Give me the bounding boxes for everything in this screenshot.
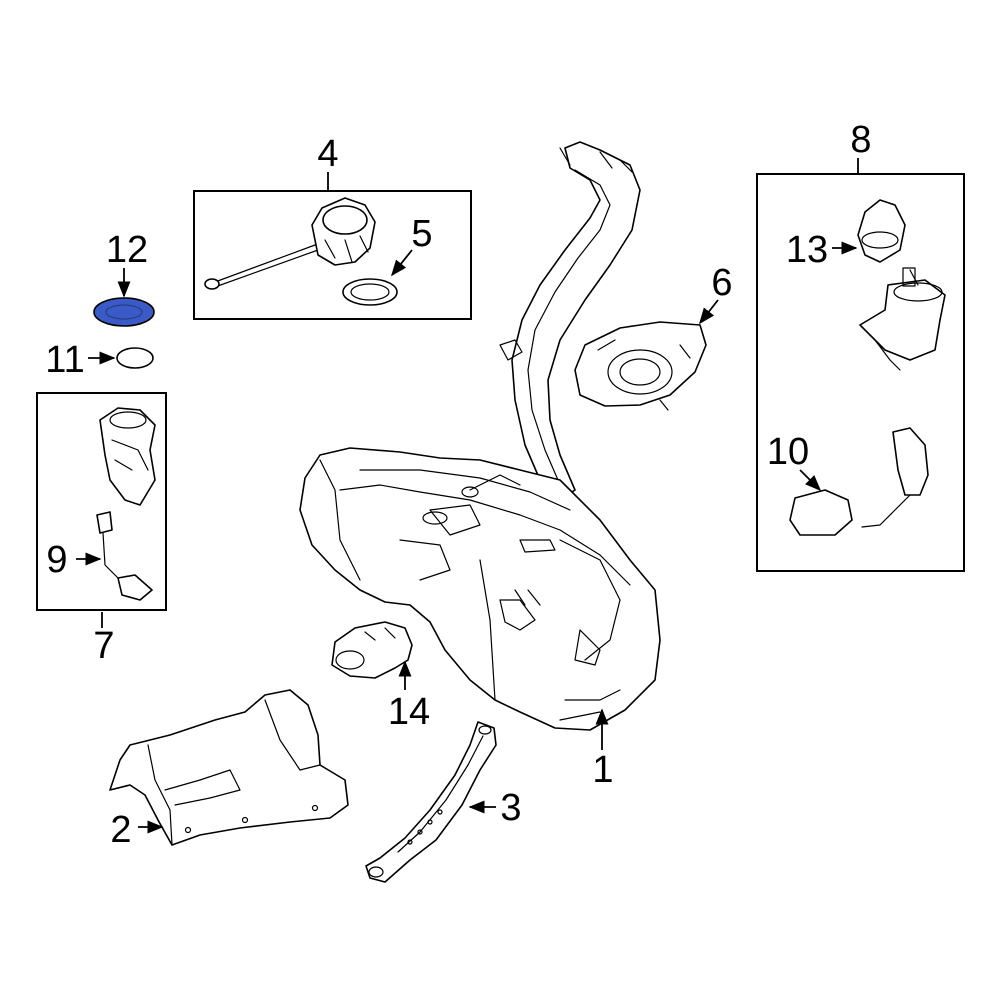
pump-module-left[interactable] bbox=[99, 407, 156, 506]
callout-labels: 1 2 3 4 5 6 7 8 9 10 11 12 13 14 bbox=[45, 119, 871, 851]
callout-6: 6 bbox=[711, 262, 732, 304]
cap-seal-ring[interactable] bbox=[342, 278, 398, 306]
callout-14: 14 bbox=[388, 691, 430, 733]
fuel-cap-group-box bbox=[193, 190, 472, 320]
sending-unit-group-box bbox=[36, 392, 167, 611]
callout-12: 12 bbox=[106, 229, 148, 271]
pump-module-right[interactable] bbox=[859, 267, 946, 371]
callout-1: 1 bbox=[592, 749, 613, 791]
sender-unit-left[interactable] bbox=[96, 511, 153, 601]
callout-4: 4 bbox=[317, 133, 338, 175]
tank-strap[interactable] bbox=[365, 721, 497, 883]
callout-2: 2 bbox=[110, 809, 131, 851]
pump-assembly-group-box bbox=[756, 173, 965, 572]
o-ring[interactable] bbox=[116, 347, 154, 369]
callout-8: 8 bbox=[850, 119, 871, 161]
heat-shield[interactable] bbox=[109, 689, 349, 846]
callout-13: 13 bbox=[786, 229, 828, 271]
sender-unit-right[interactable] bbox=[789, 427, 929, 536]
fuel-tank[interactable] bbox=[299, 141, 661, 731]
callout-3: 3 bbox=[500, 787, 521, 829]
filler-housing[interactable] bbox=[574, 321, 707, 411]
callout-9: 9 bbox=[46, 539, 67, 581]
callout-7: 7 bbox=[93, 625, 114, 667]
seal-highlighted[interactable] bbox=[93, 297, 155, 327]
callout-10: 10 bbox=[767, 431, 809, 473]
fuel-cap[interactable] bbox=[204, 197, 376, 290]
vent-valve[interactable] bbox=[331, 621, 413, 679]
leader-lines bbox=[76, 158, 859, 834]
callout-11: 11 bbox=[45, 339, 84, 381]
callout-5: 5 bbox=[411, 213, 432, 255]
pressure-regulator[interactable] bbox=[857, 199, 906, 263]
